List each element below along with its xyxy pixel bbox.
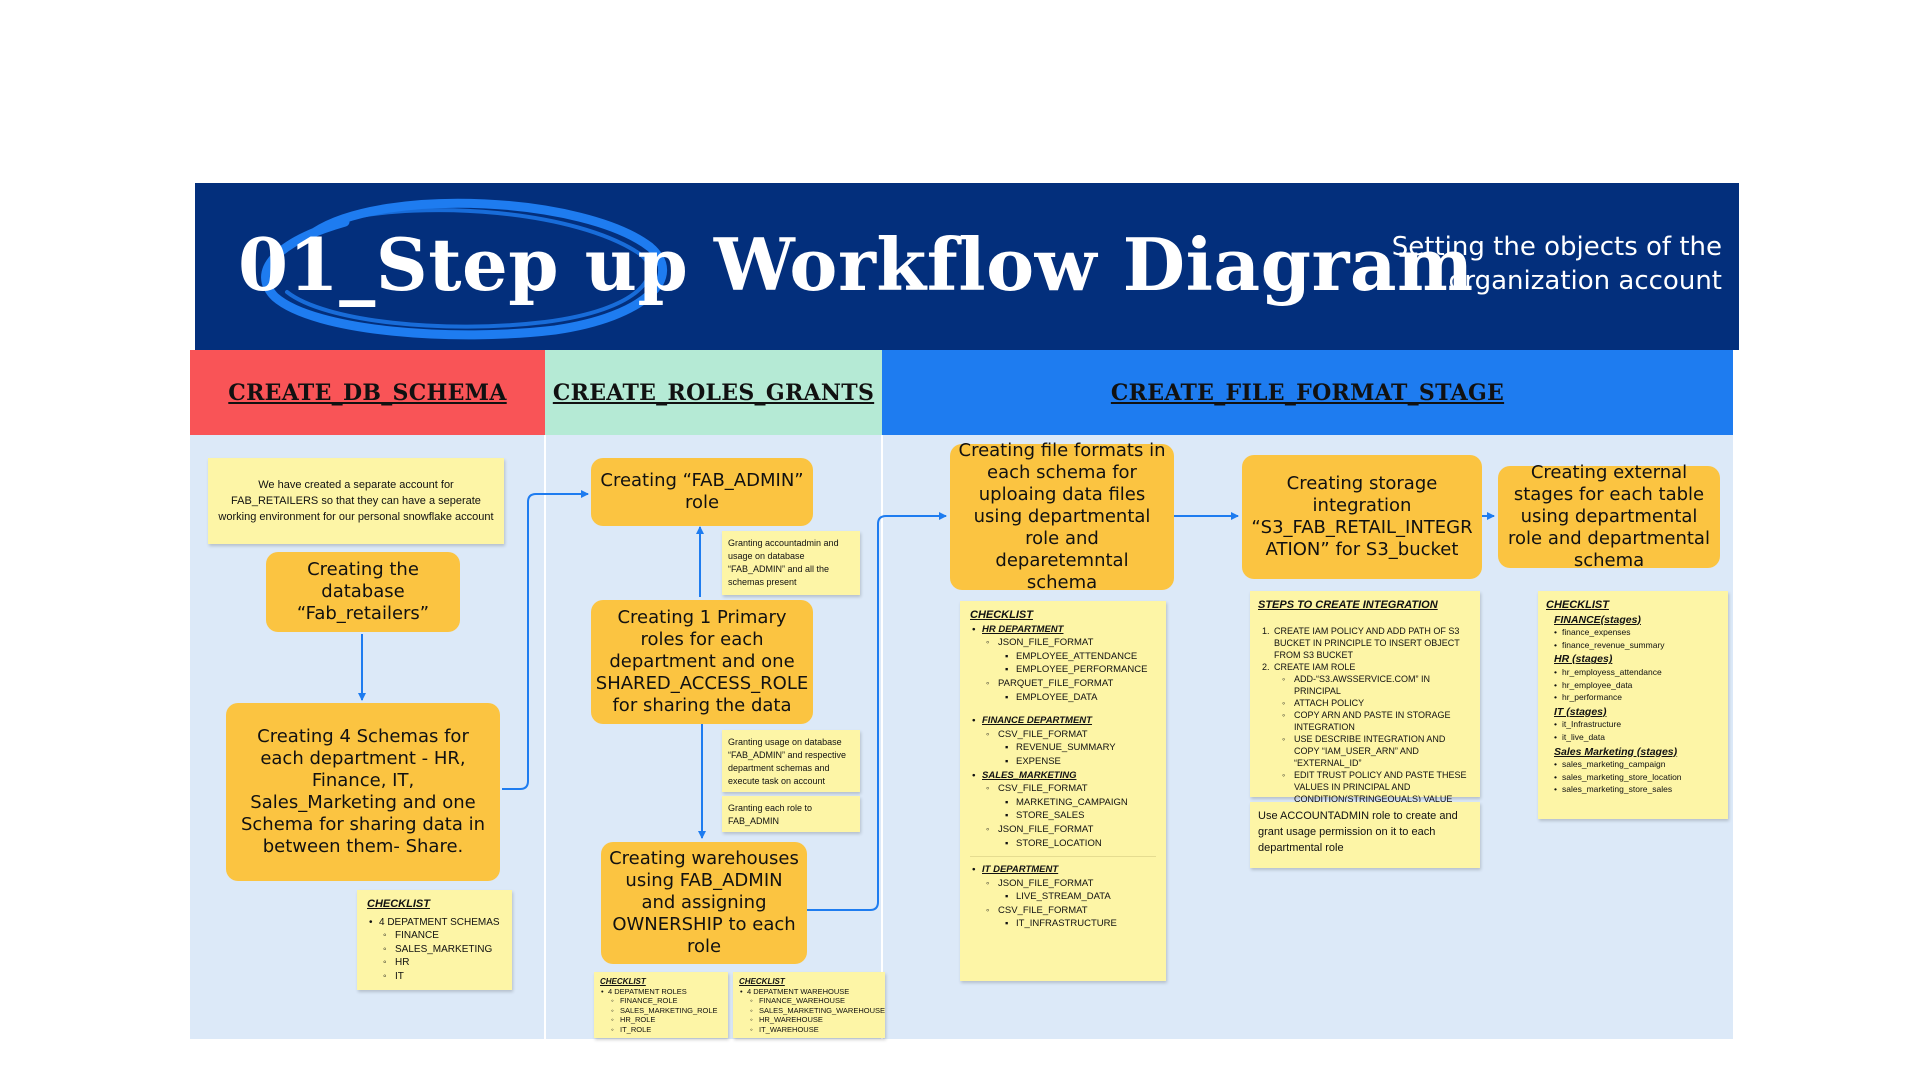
list-item: EMPLOYEE_PERFORMANCE [970, 663, 1156, 677]
checklist-title: CHECKLIST [600, 977, 646, 986]
list-item: hr_employee_data [1546, 679, 1720, 692]
box-create-warehouses[interactable]: Creating warehouses using FAB_ADMIN and … [601, 842, 807, 964]
checklist-roles: CHECKLIST 4 DEPATMENT ROLES FINANCE_ROLE… [594, 972, 728, 1038]
list-item: PARQUET_FILE_FORMAT [970, 677, 1156, 691]
list-item: it_Infrastructure [1546, 718, 1720, 731]
list-item: SALES_MARKETING_ROLE [600, 1006, 722, 1016]
department-heading: IT (stages) [1554, 705, 1607, 718]
list-item: finance_expenses [1546, 626, 1720, 639]
checklist-title: CHECKLIST [739, 977, 785, 986]
list-item: STORE_SALES [970, 809, 1156, 823]
section-title: CREATE_ROLES_GRANTS [552, 379, 875, 406]
list-item: IT_ROLE [600, 1025, 722, 1035]
list-item: 4 DEPATMENT ROLES [600, 987, 722, 997]
list-item: sales_marketing_store_sales [1546, 783, 1720, 796]
list-item: EDIT TRUST POLICY AND PASTE THESE VALUES… [1258, 769, 1472, 805]
list-item: CSV_FILE_FORMAT [970, 904, 1156, 918]
box-create-schemas[interactable]: Creating 4 Schemas for each department -… [226, 703, 500, 881]
list-item: SALES_MARKETING [367, 943, 502, 957]
department-heading: SALES_MARKETING [970, 769, 1156, 783]
list-item: USE DESCRIBE INTEGRATION AND COPY “IAM_U… [1258, 733, 1472, 769]
step-number: 1. [1262, 626, 1270, 636]
checklist-file-formats: CHECKLIST HR DEPARTMENT JSON_FILE_FORMAT… [960, 601, 1166, 981]
note-grant-accountadmin: Granting accountadmin and usage on datab… [722, 531, 860, 595]
intro-note: We have created a separate account for F… [208, 458, 504, 544]
list-item: EXPENSE [970, 755, 1156, 769]
list-item: hr_employess_attendance [1546, 666, 1720, 679]
list-item: JSON_FILE_FORMAT [970, 877, 1156, 891]
integration-steps-note: STEPS TO CREATE INTEGRATION 1. CREATE IA… [1250, 591, 1480, 804]
checklist-schemas: CHECKLIST 4 DEPATMENT SCHEMAS FINANCE SA… [357, 890, 512, 990]
step-item: 2. CREATE IAM ROLE [1258, 661, 1472, 673]
section-header-file-format-stage: CREATE_FILE_FORMAT_STAGE [882, 350, 1733, 435]
section-title: CREATE_FILE_FORMAT_STAGE [1110, 379, 1505, 406]
list-item: 4 DEPATMENT SCHEMAS [367, 916, 502, 930]
list-item: HR_WAREHOUSE [739, 1015, 879, 1025]
list-item: hr_performance [1546, 691, 1720, 704]
accountadmin-note: Use ACCOUNTADMIN role to create and gran… [1250, 802, 1480, 868]
checklist-title: CHECKLIST [970, 609, 1033, 621]
list-item: FINANCE_ROLE [600, 996, 722, 1006]
swoosh-decoration-icon [261, 198, 667, 340]
box-create-storage-integration[interactable]: Creating storage integration “S3_FAB_RET… [1242, 455, 1482, 579]
list-item: IT_INFRASTRUCTURE [970, 917, 1156, 931]
checklist-stages: CHECKLIST FINANCE(stages) finance_expens… [1538, 591, 1728, 819]
list-item: 4 DEPATMENT WAREHOUSE [739, 987, 879, 997]
list-item: HR_ROLE [600, 1015, 722, 1025]
steps-title: STEPS TO CREATE INTEGRATION [1258, 599, 1438, 611]
list-item: EMPLOYEE_DATA [970, 691, 1156, 705]
department-heading: Sales Marketing (stages) [1554, 745, 1678, 758]
list-item: EMPLOYEE_ATTENDANCE [970, 650, 1156, 664]
section-title: CREATE_DB_SCHEMA [228, 379, 507, 406]
list-item: CSV_FILE_FORMAT [970, 728, 1156, 742]
list-item: REVENUE_SUMMARY [970, 741, 1156, 755]
department-heading: FINANCE(stages) [1554, 613, 1641, 626]
list-item: sales_marketing_store_location [1546, 771, 1720, 784]
department-heading: IT DEPARTMENT [970, 863, 1156, 877]
box-create-database[interactable]: Creating the database “Fab_retailers” [266, 552, 460, 632]
list-item: ADD-“S3.AWSSERVICE.COM” IN PRINCIPAL [1258, 673, 1472, 697]
box-create-primary-roles[interactable]: Creating 1 Primary roles for each depart… [591, 600, 813, 724]
box-create-admin-role[interactable]: Creating “FAB_ADMIN” role [591, 458, 813, 526]
step-item: 1. CREATE IAM POLICY AND ADD PATH OF S3 … [1258, 625, 1472, 661]
list-item: CSV_FILE_FORMAT [970, 782, 1156, 796]
list-item: JSON_FILE_FORMAT [970, 636, 1156, 650]
step-number: 2. [1262, 662, 1270, 672]
department-heading: HR DEPARTMENT [970, 623, 1156, 637]
section-header-roles-grants: CREATE_ROLES_GRANTS [545, 350, 882, 435]
department-heading: HR (stages) [1554, 653, 1613, 666]
page-title: 01_Step up Workflow Diagram [238, 222, 1474, 307]
step-text: CREATE IAM POLICY AND ADD PATH OF S3 BUC… [1274, 626, 1460, 660]
list-item: JSON_FILE_FORMAT [970, 823, 1156, 837]
step-text: CREATE IAM ROLE [1274, 662, 1356, 672]
list-item: sales_marketing_campaign [1546, 758, 1720, 771]
list-item: IT [367, 970, 502, 984]
checklist-title: CHECKLIST [367, 898, 430, 910]
list-item: FINANCE_WAREHOUSE [739, 996, 879, 1006]
list-item: ATTACH POLICY [1258, 697, 1472, 709]
box-create-external-stages[interactable]: Creating external stages for each table … [1498, 462, 1720, 571]
list-item: finance_revenue_summary [1546, 639, 1720, 652]
box-create-file-formats[interactable]: Creating file formats in each schema for… [950, 440, 1174, 593]
list-item: STORE_LOCATION [970, 837, 1156, 851]
page-subtitle: Setting the objects of the organization … [1391, 232, 1722, 296]
checklist-title: CHECKLIST [1546, 599, 1609, 611]
section-header-db-schema: CREATE_DB_SCHEMA [190, 350, 545, 435]
checklist-warehouses: CHECKLIST 4 DEPATMENT WAREHOUSE FINANCE_… [733, 972, 885, 1038]
list-item: MARKETING_CAMPAIGN [970, 796, 1156, 810]
list-item: COPY ARN AND PASTE IN STORAGE INTEGRATIO… [1258, 709, 1472, 733]
list-item: FINANCE [367, 929, 502, 943]
note-grant-role-to-admin: Granting each role to FAB_ADMIN [722, 796, 860, 832]
list-item: SALES_MARKETING_WAREHOUSE [739, 1006, 885, 1016]
list-item: it_live_data [1546, 731, 1720, 744]
list-item: IT_WAREHOUSE [739, 1025, 879, 1035]
list-item: HR [367, 956, 502, 970]
list-item: LIVE_STREAM_DATA [970, 890, 1156, 904]
note-grant-usage: Granting usage on database “FAB_ADMIN” a… [722, 730, 860, 792]
department-heading: FINANCE DEPARTMENT [970, 714, 1156, 728]
